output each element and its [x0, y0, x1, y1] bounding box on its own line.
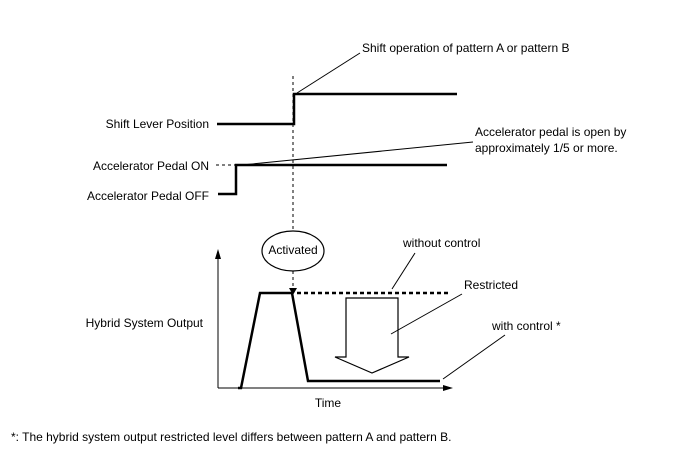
restricted-leader [390, 293, 463, 335]
activated-label: Activated [268, 243, 317, 257]
without-control-label: without control [402, 236, 480, 250]
shift-operation-annotation: Shift operation of pattern A or pattern … [362, 41, 569, 55]
activation-arrowhead [289, 288, 297, 295]
with-control-label: with control * [491, 319, 561, 333]
restriction-arrow [334, 297, 410, 374]
x-axis-label: Time [315, 396, 342, 410]
with-control-leader [442, 334, 506, 380]
accelerator-pedal-off-label: Accelerator Pedal OFF [87, 189, 209, 203]
shift-operation-leader [296, 52, 361, 94]
output-with-control-curve [238, 291, 440, 390]
shift-lever-signal [217, 92, 457, 126]
footnote: *: The hybrid system output restricted l… [11, 430, 451, 444]
y-axis-arrowhead [215, 249, 221, 259]
accelerator-note-leader [241, 141, 474, 166]
shift-lever-position-label: Shift Lever Position [106, 117, 209, 131]
restricted-label: Restricted [464, 278, 518, 292]
accelerator-pedal-signal [218, 163, 447, 196]
y-axis-label: Hybrid System Output [86, 316, 204, 330]
accelerator-note-line2: approximately 1/5 or more. [475, 141, 618, 155]
accelerator-pedal-on-label: Accelerator Pedal ON [93, 159, 209, 173]
accelerator-note-line1: Accelerator pedal is open by [475, 125, 626, 139]
x-axis-arrowhead [443, 385, 453, 391]
without-control-leader [391, 252, 416, 290]
